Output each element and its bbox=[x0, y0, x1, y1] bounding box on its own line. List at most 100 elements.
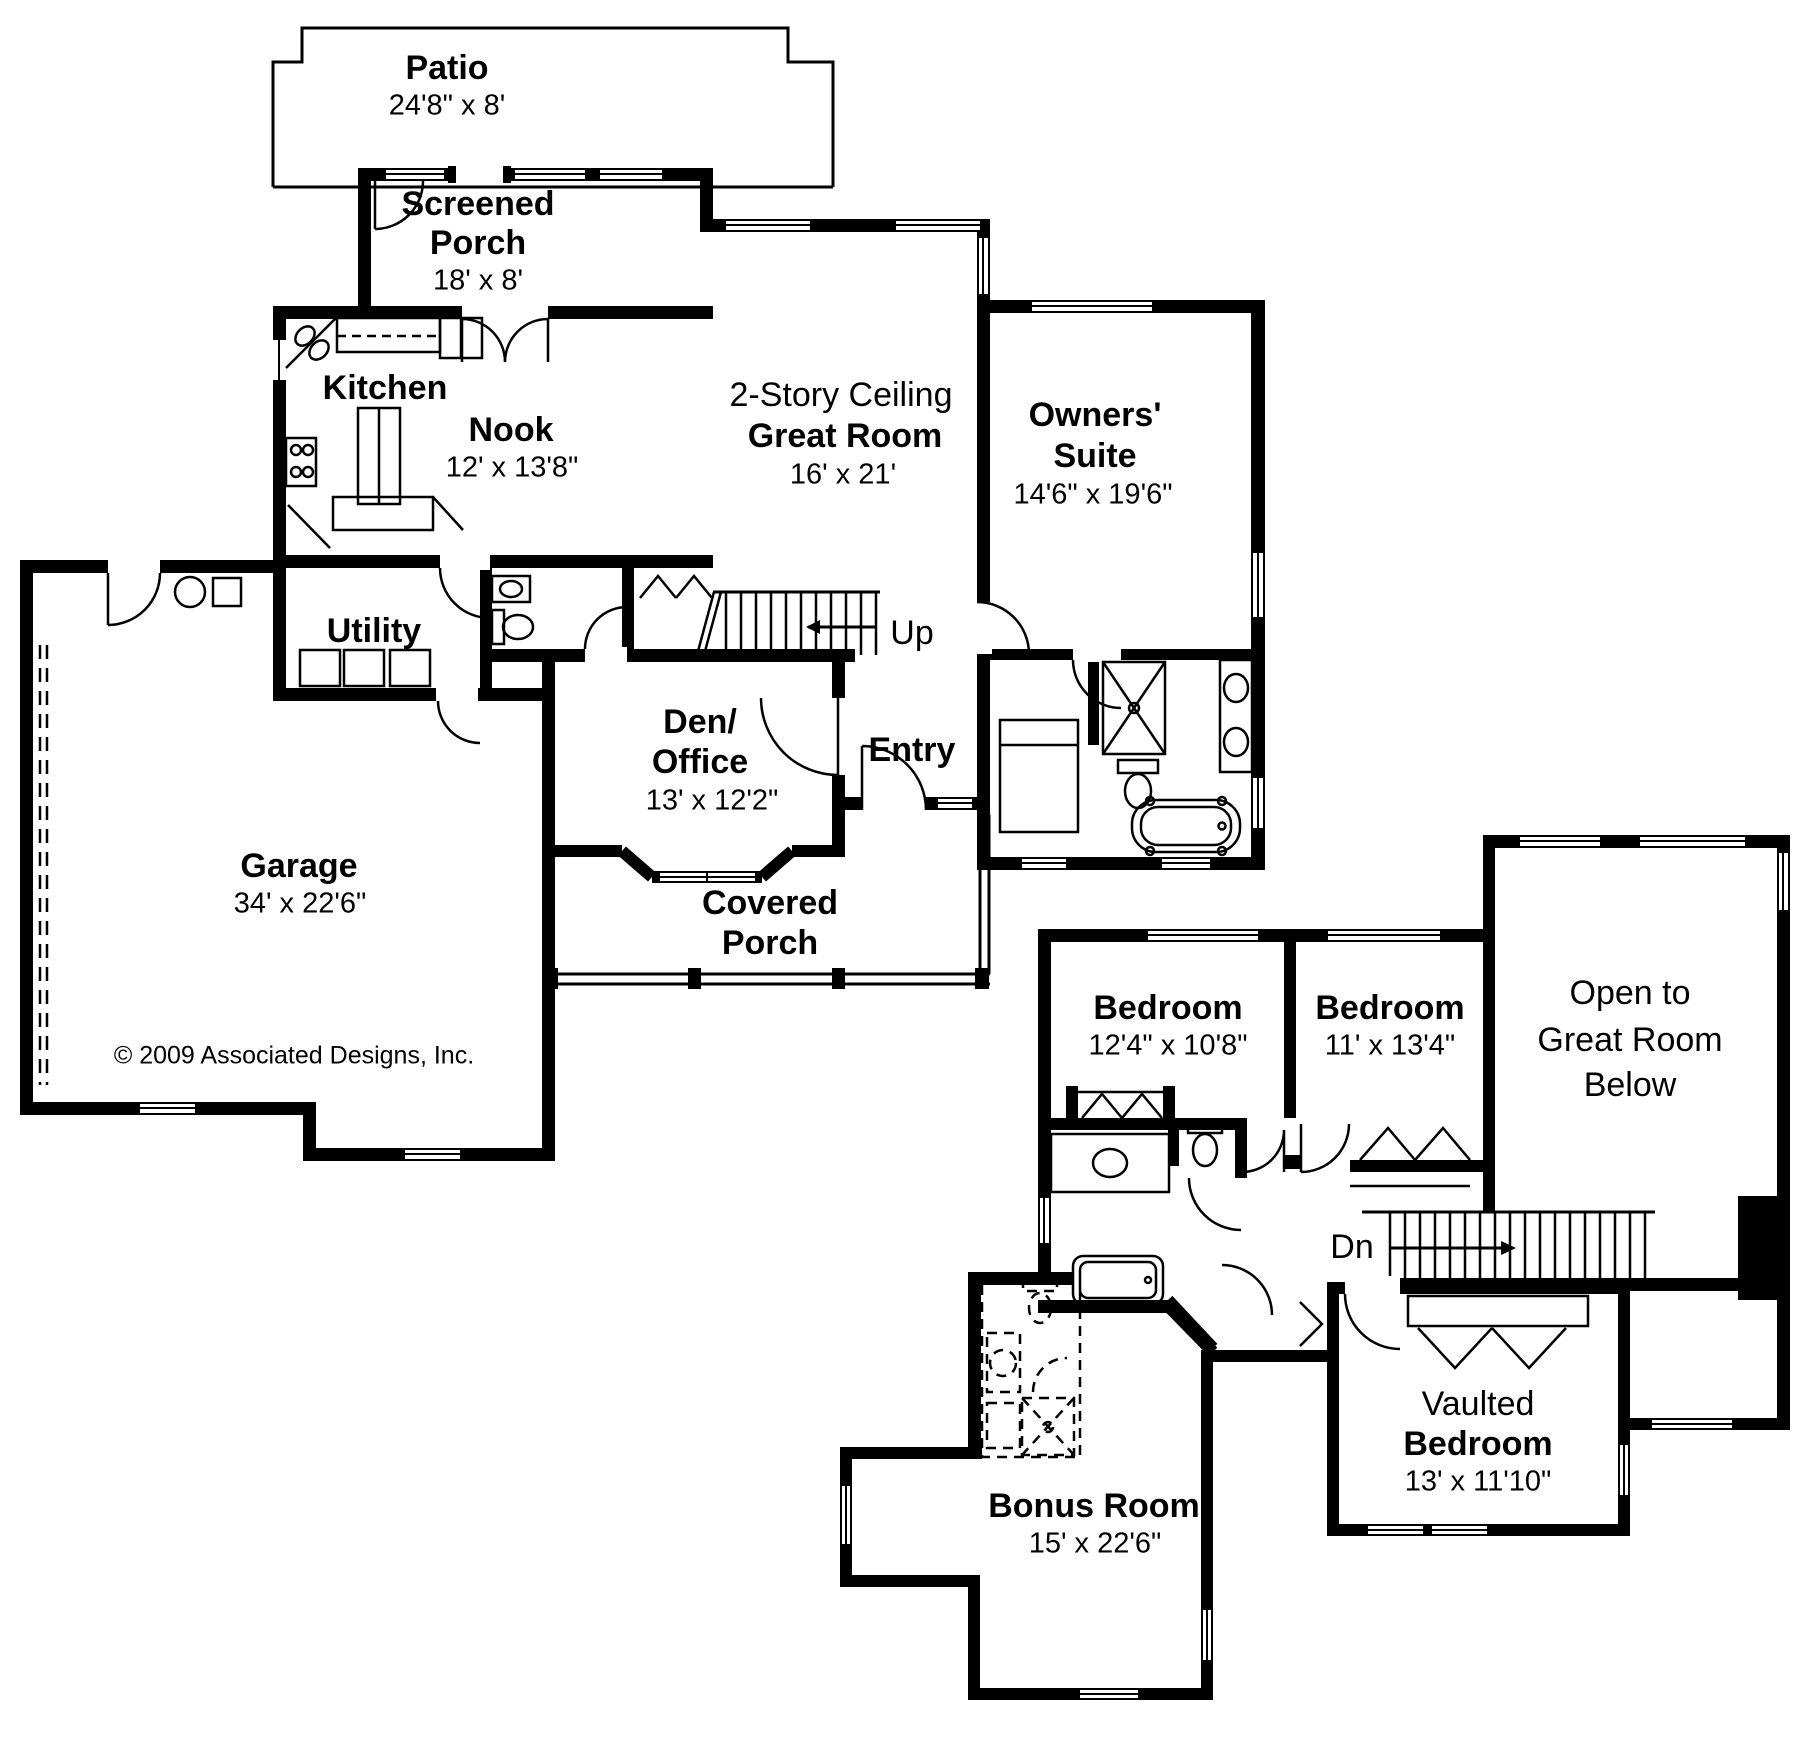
den-door-arc bbox=[759, 697, 840, 777]
vaulted-bedroom-door-opening bbox=[1345, 1276, 1400, 1296]
garage-walls bbox=[20, 560, 555, 1161]
owners-suite-dims: 14'6" x 19'6" bbox=[1013, 478, 1173, 511]
bedroom1-door-arc bbox=[1241, 1129, 1286, 1174]
den-bay-angles bbox=[618, 846, 796, 882]
garage-side-door-opening bbox=[108, 558, 160, 575]
screened-porch-label-2: Porch bbox=[429, 224, 527, 262]
bathtub-icon bbox=[1130, 795, 1242, 857]
open-below-label-1: Open to bbox=[1569, 974, 1691, 1012]
dn-label: Dn bbox=[1330, 1228, 1374, 1266]
patio-label: Patio bbox=[405, 49, 489, 87]
covered-porch-label-2: Porch bbox=[721, 924, 819, 962]
hall-bath-vanity-icon bbox=[1049, 1132, 1171, 1194]
screened-porch-dims: 18' x 8' bbox=[432, 264, 524, 297]
vaulted-bedroom-label-1: Vaulted bbox=[1421, 1385, 1535, 1423]
stairs-up bbox=[695, 590, 880, 656]
powder-door-arc bbox=[583, 605, 628, 650]
vaulted-bedroom-label-2: Bedroom bbox=[1403, 1425, 1553, 1463]
owners-bath-door-arc bbox=[1071, 659, 1122, 710]
bedroom1-closet bbox=[1078, 1090, 1163, 1119]
kitchen-left-window bbox=[273, 340, 286, 380]
stairs-down bbox=[1362, 1210, 1655, 1278]
walkin-closet bbox=[998, 718, 1080, 834]
hall-bath-toilet-icon bbox=[1186, 1120, 1224, 1168]
bedroom2-door-arc bbox=[1299, 1123, 1351, 1174]
garage-entry-arc bbox=[436, 700, 481, 745]
utility-label: Utility bbox=[326, 612, 422, 650]
nook-dims: 12' x 13'8" bbox=[445, 451, 579, 484]
kitchen-counters bbox=[285, 316, 484, 532]
den-label-2: Office bbox=[651, 743, 749, 781]
owners-suite-label-1: Owners' bbox=[1028, 396, 1162, 434]
great-room-label-2: Great Room bbox=[747, 417, 943, 455]
garage-side-door-arc bbox=[106, 572, 162, 627]
pantry-door bbox=[287, 504, 331, 549]
double-vanity-icon bbox=[1218, 658, 1254, 774]
owners-suite-windows bbox=[1022, 302, 1263, 868]
garage-door-opening bbox=[436, 686, 478, 703]
copyright-notice: © 2009 Associated Designs, Inc. bbox=[113, 1041, 475, 1070]
garage-overhead-door bbox=[38, 645, 49, 1085]
bonus-room-dims: 15' x 22'6" bbox=[1028, 1527, 1162, 1560]
great-room-walls bbox=[700, 219, 990, 300]
bedroom2-dims: 11' x 13'4" bbox=[1324, 1029, 1456, 1062]
open-below-label-3: Below bbox=[1583, 1066, 1677, 1104]
great-room-windows bbox=[726, 221, 988, 294]
bedroom1-closet-stubs bbox=[1066, 1086, 1175, 1118]
garage-label: Garage bbox=[240, 847, 358, 885]
owners-suite-label-2: Suite bbox=[1053, 437, 1137, 475]
garage-dims: 34' x 22'6" bbox=[233, 887, 367, 920]
up-label: Up bbox=[890, 614, 934, 652]
bedroom2-closet-bifold bbox=[1350, 1126, 1471, 1188]
owners-suite-door-opening bbox=[975, 602, 992, 654]
shower-icon bbox=[1101, 660, 1167, 756]
utility-door-opening bbox=[440, 553, 490, 570]
landing-bifold bbox=[1299, 1301, 1324, 1347]
nook-double-door-arcs bbox=[460, 317, 550, 363]
entry-label: Entry bbox=[868, 731, 956, 769]
hall-closet-bifold bbox=[639, 574, 713, 599]
covered-porch-railing bbox=[545, 815, 991, 986]
second-floor-windows bbox=[842, 837, 1788, 1698]
water-heater-icon bbox=[173, 575, 243, 609]
owners-bath-door-opening bbox=[1073, 647, 1121, 662]
utility-door-arc bbox=[438, 567, 491, 620]
patio-outline bbox=[271, 26, 835, 189]
front-door-opening bbox=[862, 795, 926, 812]
powder-door-opening bbox=[585, 647, 627, 664]
great-room-label-1: 2-Story Ceiling bbox=[729, 376, 953, 414]
kitchen-label: Kitchen bbox=[322, 369, 448, 407]
stairs-down-arrowhead bbox=[1501, 1241, 1516, 1255]
range-icon bbox=[284, 436, 318, 488]
washer-dryer-icons bbox=[298, 648, 432, 688]
vaulted-bedroom-dims: 13' x 11'10" bbox=[1404, 1465, 1552, 1498]
hall-bath-door-arc bbox=[1187, 1177, 1242, 1232]
den-label-1: Den/ bbox=[663, 703, 737, 741]
garage-windows bbox=[140, 1104, 460, 1159]
open-below-label-2: Great Room bbox=[1537, 1021, 1723, 1059]
landing-diagonal-walls bbox=[1163, 1295, 1218, 1357]
hall-walls bbox=[273, 555, 855, 1161]
porch-posts bbox=[545, 968, 989, 989]
kitchen-sink bbox=[294, 325, 330, 361]
nook-label: Nook bbox=[468, 411, 554, 449]
owners-suite-door-arc bbox=[976, 600, 1031, 655]
screened-porch-door-arc bbox=[373, 180, 425, 231]
entry-window bbox=[938, 799, 972, 808]
powder-toilet-icon bbox=[490, 608, 535, 646]
screened-porch-windows bbox=[386, 166, 662, 183]
great-room-dims: 16' x 21' bbox=[789, 458, 897, 491]
stairs-up-arrowhead bbox=[806, 620, 820, 634]
first-floor-plan bbox=[20, 26, 1265, 1161]
second-floor-walls bbox=[840, 835, 1790, 1700]
bonus-bath-dashed bbox=[980, 1275, 1082, 1459]
nook-double-door-opening bbox=[462, 304, 548, 321]
screened-porch-label-1: Screened bbox=[401, 185, 555, 223]
den-bay-window bbox=[660, 873, 755, 881]
bedroom1-dims: 12'4" x 10'8" bbox=[1088, 1029, 1248, 1062]
bonus-room-label: Bonus Room bbox=[988, 1487, 1200, 1525]
covered-porch-label-1: Covered bbox=[701, 884, 839, 922]
bedroom1-label: Bedroom bbox=[1093, 989, 1243, 1027]
